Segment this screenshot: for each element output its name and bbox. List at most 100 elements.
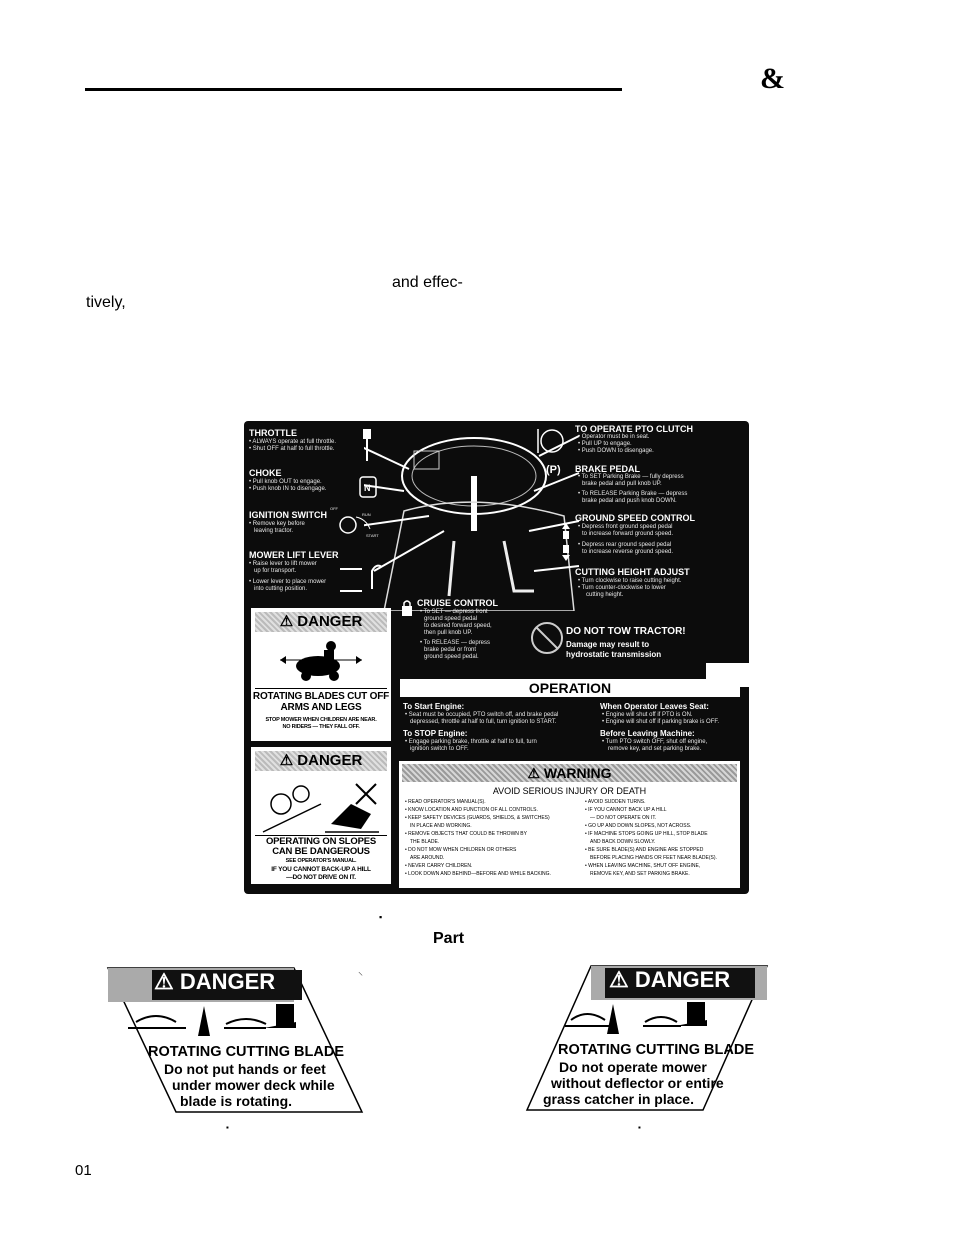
slope-rollover-icon — [262, 783, 379, 833]
decal-headline: ROTATING CUTTING BLADE — [148, 1044, 344, 1060]
warning-item: • REMOVE OBJECTS THAT COULD BE THROWN BY — [405, 831, 527, 837]
danger-decal-deflector: ⚠ DANGER ROTATING CUTTING BLADE Do not o… — [525, 964, 769, 1114]
warning-item: • IF YOU CANNOT BACK UP A HILL — [585, 807, 667, 813]
decal-text: under mower deck while — [172, 1077, 335, 1093]
throttle-title: THROTTLE — [249, 428, 297, 438]
danger-bar: ⚠ DANGER — [255, 612, 387, 632]
text-fragment-1: and effec- — [392, 274, 463, 291]
stop-engine-title: To STOP Engine: — [403, 729, 468, 738]
operation-title: OPERATION — [400, 679, 740, 697]
cutting-height-title: CUTTING HEIGHT ADJUST — [575, 567, 690, 577]
lift-lever-icon — [340, 564, 383, 592]
parking-icon: (P) — [546, 464, 561, 476]
lift-text: into cutting position. — [254, 586, 308, 592]
warning-panel: ⚠ WARNING AVOID SERIOUS INJURY OR DEATH … — [399, 761, 740, 888]
cruise-text: brake pedal or front — [424, 647, 477, 653]
decal-text: grass catcher in place. — [543, 1091, 694, 1107]
danger-title: ⚠ DANGER — [609, 967, 731, 992]
warning-item: • IF MACHINE STOPS GOING UP HILL, STOP B… — [585, 831, 708, 837]
ignition-key-icon — [339, 516, 371, 534]
start-engine-text: • Seat must be occupied, PTO switch off,… — [405, 712, 559, 718]
warning-item: • WHEN LEAVING MACHINE, SHUT OFF ENGINE, — [585, 863, 701, 869]
decal-text: blade is rotating. — [180, 1093, 293, 1109]
danger1-headline: ROTATING BLADES CUT OFF — [252, 691, 390, 702]
danger2-text: IF YOU CANNOT BACK-UP A HILL — [271, 866, 371, 873]
decal-frame — [106, 967, 364, 1113]
warning-item: • BE SURE BLADE(S) AND ENGINE ARE STOPPE… — [585, 847, 704, 853]
brake-text: brake pedal and pull knob UP. — [582, 481, 662, 487]
no-tow-text: Damage may result to — [566, 640, 650, 649]
danger2-headline: CAN BE DANGEROUS — [272, 846, 370, 857]
warning-item: IN PLACE AND WORKING. — [410, 823, 472, 829]
cruise-title: CRUISE CONTROL — [417, 598, 498, 608]
warning-item: • DO NOT MOW WHEN CHILDREN OR OTHERS — [405, 847, 517, 853]
cruise-text: • To RELEASE — depress — [420, 640, 491, 646]
warning-bar: ⚠ WARNING — [402, 764, 737, 782]
decal-frame — [525, 965, 769, 1111]
cruise-text: ground speed pedal. — [424, 654, 479, 660]
lift-text: • Lower lever to place mower — [249, 579, 327, 585]
cutting-height-text: • Turn clockwise to raise cutting height… — [578, 578, 682, 584]
warning-item: REMOVE KEY, AND SET PARKING BRAKE. — [590, 871, 690, 877]
warning-item: — DO NOT OPERATE ON IT. — [590, 815, 657, 821]
lock-icon — [402, 600, 412, 616]
warning-subtitle: AVOID SERIOUS INJURY OR DEATH — [492, 786, 647, 796]
warning-item: • AVOID SUDDEN TURNS. — [585, 799, 646, 805]
choke-title: CHOKE — [249, 468, 282, 478]
throttle-icon — [363, 429, 371, 461]
lift-text: up for transport. — [254, 568, 297, 574]
warning-item: • KEEP SAFETY DEVICES (GUARDS, SHIELDS, … — [405, 815, 550, 821]
pto-title: TO OPERATE PTO CLUTCH — [575, 424, 694, 434]
warning-item: • GO UP AND DOWN SLOPES, NOT ACROSS. — [585, 823, 692, 829]
before-leaving-text: remove key, and set parking brake. — [608, 746, 702, 752]
warning-item: ARE AROUND. — [410, 855, 445, 861]
cruise-text: • To SET — depress front — [420, 609, 488, 615]
bullet-mark: ▪ — [226, 1123, 229, 1132]
before-leaving-text: • Turn PTO switch OFF, shut off engine, — [602, 739, 708, 745]
ignition-title: IGNITION SWITCH — [249, 510, 327, 520]
cutting-height-text: • Turn counter-clockwise to lower — [578, 585, 666, 591]
start-engine-title: To Start Engine: — [403, 702, 465, 711]
part-label: Part — [433, 930, 465, 947]
choke-text: • Push knob IN to disengage. — [249, 486, 327, 492]
cruise-text: ground speed pedal — [424, 616, 478, 622]
header-rule — [85, 88, 622, 91]
bullet-mark: ▪ — [638, 1123, 641, 1132]
danger-decal-hands-feet: ⚠ DANGER ROTATING CUTTING BLADE Do not p… — [106, 966, 364, 1118]
decal-text: Do not put hands or feet — [164, 1061, 326, 1077]
text-fragment-2: tively, — [86, 294, 126, 311]
ignition-start: START — [366, 533, 379, 538]
header-ampersand: & — [760, 62, 785, 95]
danger2-text: SEE OPERATOR'S MANUAL. — [285, 858, 357, 864]
danger2-headline: OPERATING ON SLOPES — [265, 836, 377, 847]
pto-icon — [537, 429, 564, 453]
danger-panel-blades: ⚠ DANGER ROTATING BLADES CUT OFF ARMS AN… — [251, 608, 391, 741]
brake-text: • To SET Parking Brake — fully depress — [578, 474, 684, 480]
warning-item: AND BACK DOWN SLOWLY. — [590, 839, 656, 845]
danger1-text: NO RIDERS — THEY FALL OFF. — [282, 724, 360, 730]
leave-seat-text: • Engine will shut off if PTO is ON. — [602, 712, 693, 718]
cutting-height-text: cutting height. — [586, 592, 624, 598]
ground-speed-icon — [562, 523, 570, 561]
no-tow-title: DO NOT TOW TRACTOR! — [566, 626, 686, 637]
warning-item: • READ OPERATOR'S MANUAL(S). — [405, 799, 486, 805]
riding-mower-icon — [280, 641, 362, 681]
ignition-off: OFF — [330, 506, 338, 511]
warning-item: THE BLADE. — [410, 839, 440, 845]
page-number: 01 — [75, 1162, 92, 1179]
ground-speed-text: to increase forward ground speed. — [582, 531, 674, 537]
danger1-headline: ARMS AND LEGS — [280, 702, 362, 713]
start-engine-text: depressed, throttle at half to full, tur… — [410, 719, 557, 725]
decal-headline: ROTATING CUTTING BLADE — [558, 1042, 754, 1058]
warning-item: BEFORE PLACING HANDS OR FEET NEAR BLADE(… — [590, 855, 717, 861]
dashboard-illustration — [364, 435, 580, 611]
stop-engine-text: • Engage parking brake, throttle at half… — [405, 739, 537, 745]
no-tow-text: hydrostatic transmission — [566, 650, 662, 659]
decal-text: Do not operate mower — [559, 1059, 707, 1075]
stray-mark: ⸌ — [358, 971, 363, 982]
cruise-text: to desired forward speed, — [424, 623, 492, 629]
svg-text:N: N — [364, 483, 371, 493]
stop-engine-text: ignition switch to OFF. — [410, 746, 469, 752]
danger1-text: STOP MOWER WHEN CHILDREN ARE NEAR. — [265, 717, 377, 723]
danger2-text: —DO NOT DRIVE ON IT. — [286, 874, 356, 881]
